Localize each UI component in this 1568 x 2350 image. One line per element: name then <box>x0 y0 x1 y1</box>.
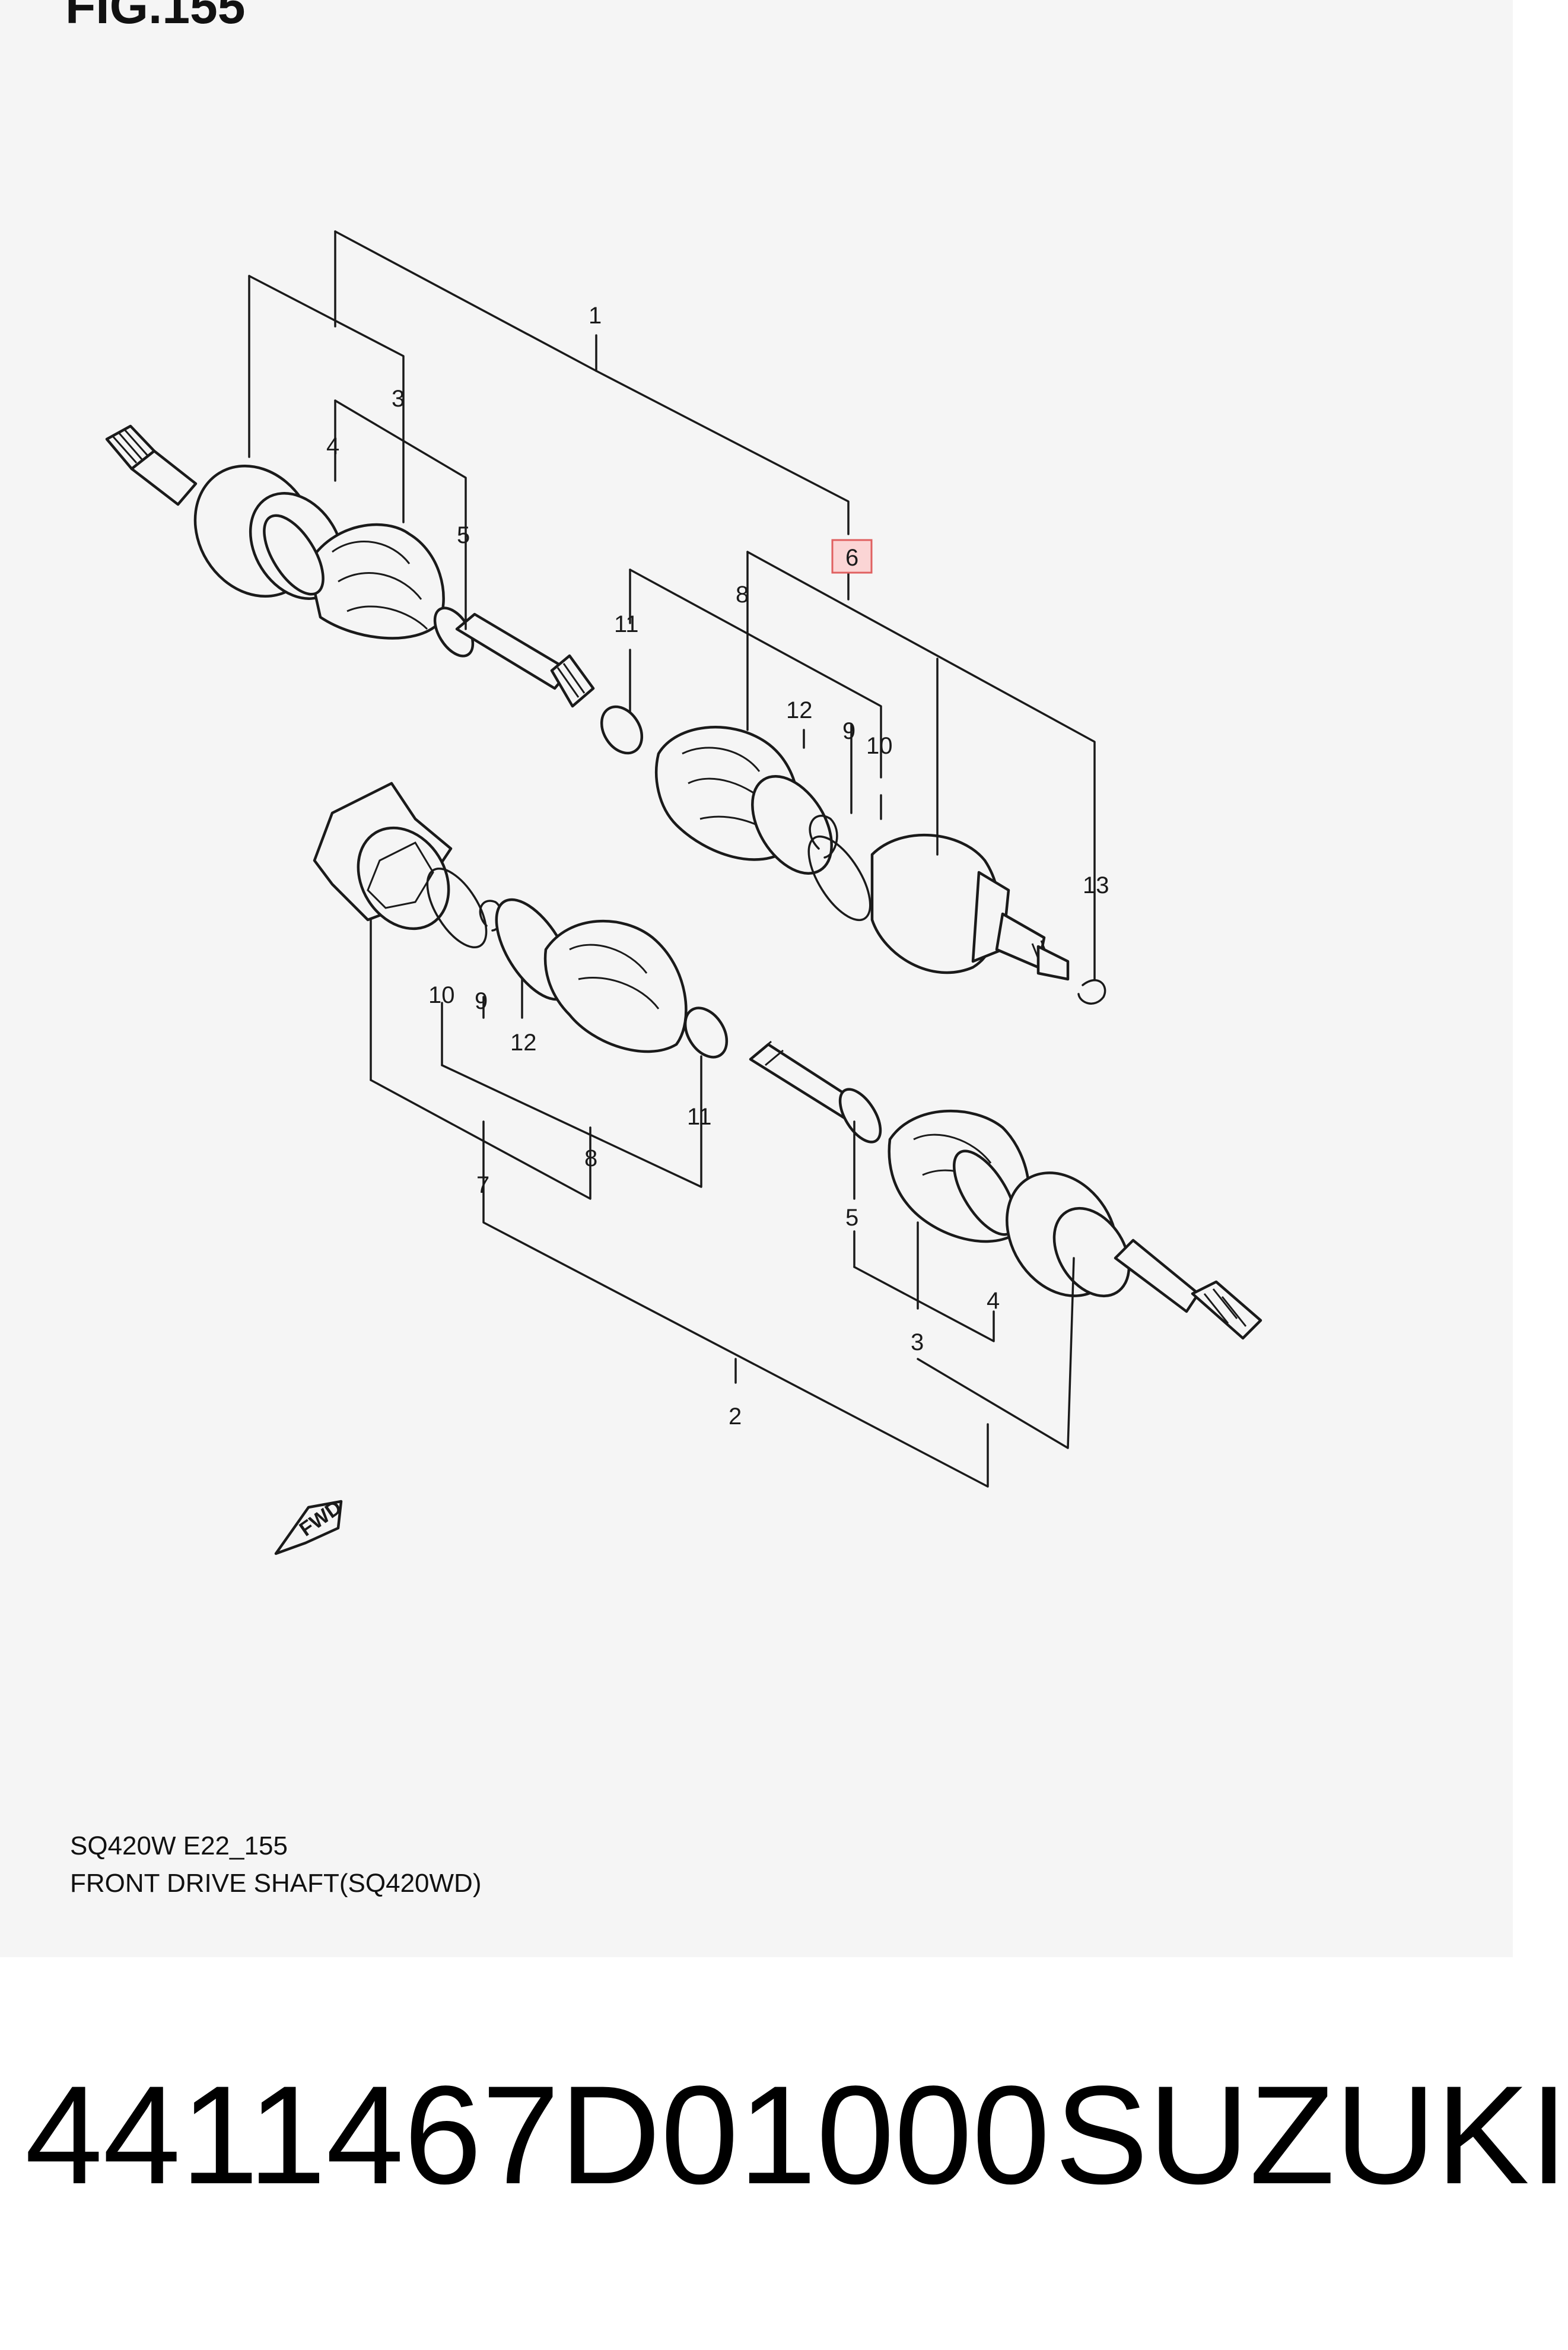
figure-code: SQ420W E22_155 <box>70 1831 288 1860</box>
callout-8-lower: 8 <box>584 1145 597 1171</box>
figure-title: FIG.155 <box>65 0 246 34</box>
callout-5-lower: 5 <box>845 1205 858 1231</box>
fwd-arrow-icon: FWD <box>274 1496 346 1555</box>
callout-4-lower: 4 <box>987 1288 1000 1314</box>
callout-4-upper: 4 <box>326 433 339 459</box>
drive-shaft-assembly-upper <box>105 424 595 708</box>
callout-11-lower: 11 <box>687 1104 712 1130</box>
callout-5-upper: 5 <box>457 522 470 548</box>
callout-10-lower: 10 <box>428 982 455 1008</box>
inner-joint-assembly-lower <box>313 782 862 1120</box>
leader-lines <box>248 230 1096 1488</box>
callout-6: 6 <box>845 545 858 571</box>
drive-shaft-assembly-lower <box>838 1088 1262 1340</box>
callout-2: 2 <box>729 1403 742 1430</box>
callout-13: 13 <box>1083 872 1109 898</box>
callout-3-upper: 3 <box>392 386 405 412</box>
product-info: 4411467D01000 SUZUKI <box>0 2057 1568 2243</box>
callout-3-lower: 3 <box>911 1329 924 1355</box>
part-number: 4411467D01000 <box>25 2057 1050 2214</box>
highlight-box-callout-6 <box>831 539 873 574</box>
figure-caption: FRONT DRIVE SHAFT(SQ420WD) <box>70 1869 482 1898</box>
callout-7: 7 <box>476 1172 489 1198</box>
callout-10-upper: 10 <box>866 733 893 759</box>
callout-12-upper: 12 <box>786 697 813 723</box>
callout-1: 1 <box>589 303 602 329</box>
callout-12-lower: 12 <box>510 1030 537 1056</box>
callout-11-upper: 11 <box>614 611 639 637</box>
callout-labels: 1 3 4 5 6 8 11 12 9 10 13 10 9 12 11 8 7… <box>326 303 1109 1430</box>
diagram-panel: FIG.155 <box>65 0 1262 1898</box>
callout-9-lower: 9 <box>475 988 488 1014</box>
callout-9-upper: 9 <box>842 718 855 744</box>
inner-joint-assembly-upper <box>600 705 1106 1005</box>
exploded-view-drawing: FWD <box>105 230 1262 1555</box>
brand-name: SUZUKI <box>1055 2057 1568 2214</box>
callout-8-upper: 8 <box>736 582 749 608</box>
